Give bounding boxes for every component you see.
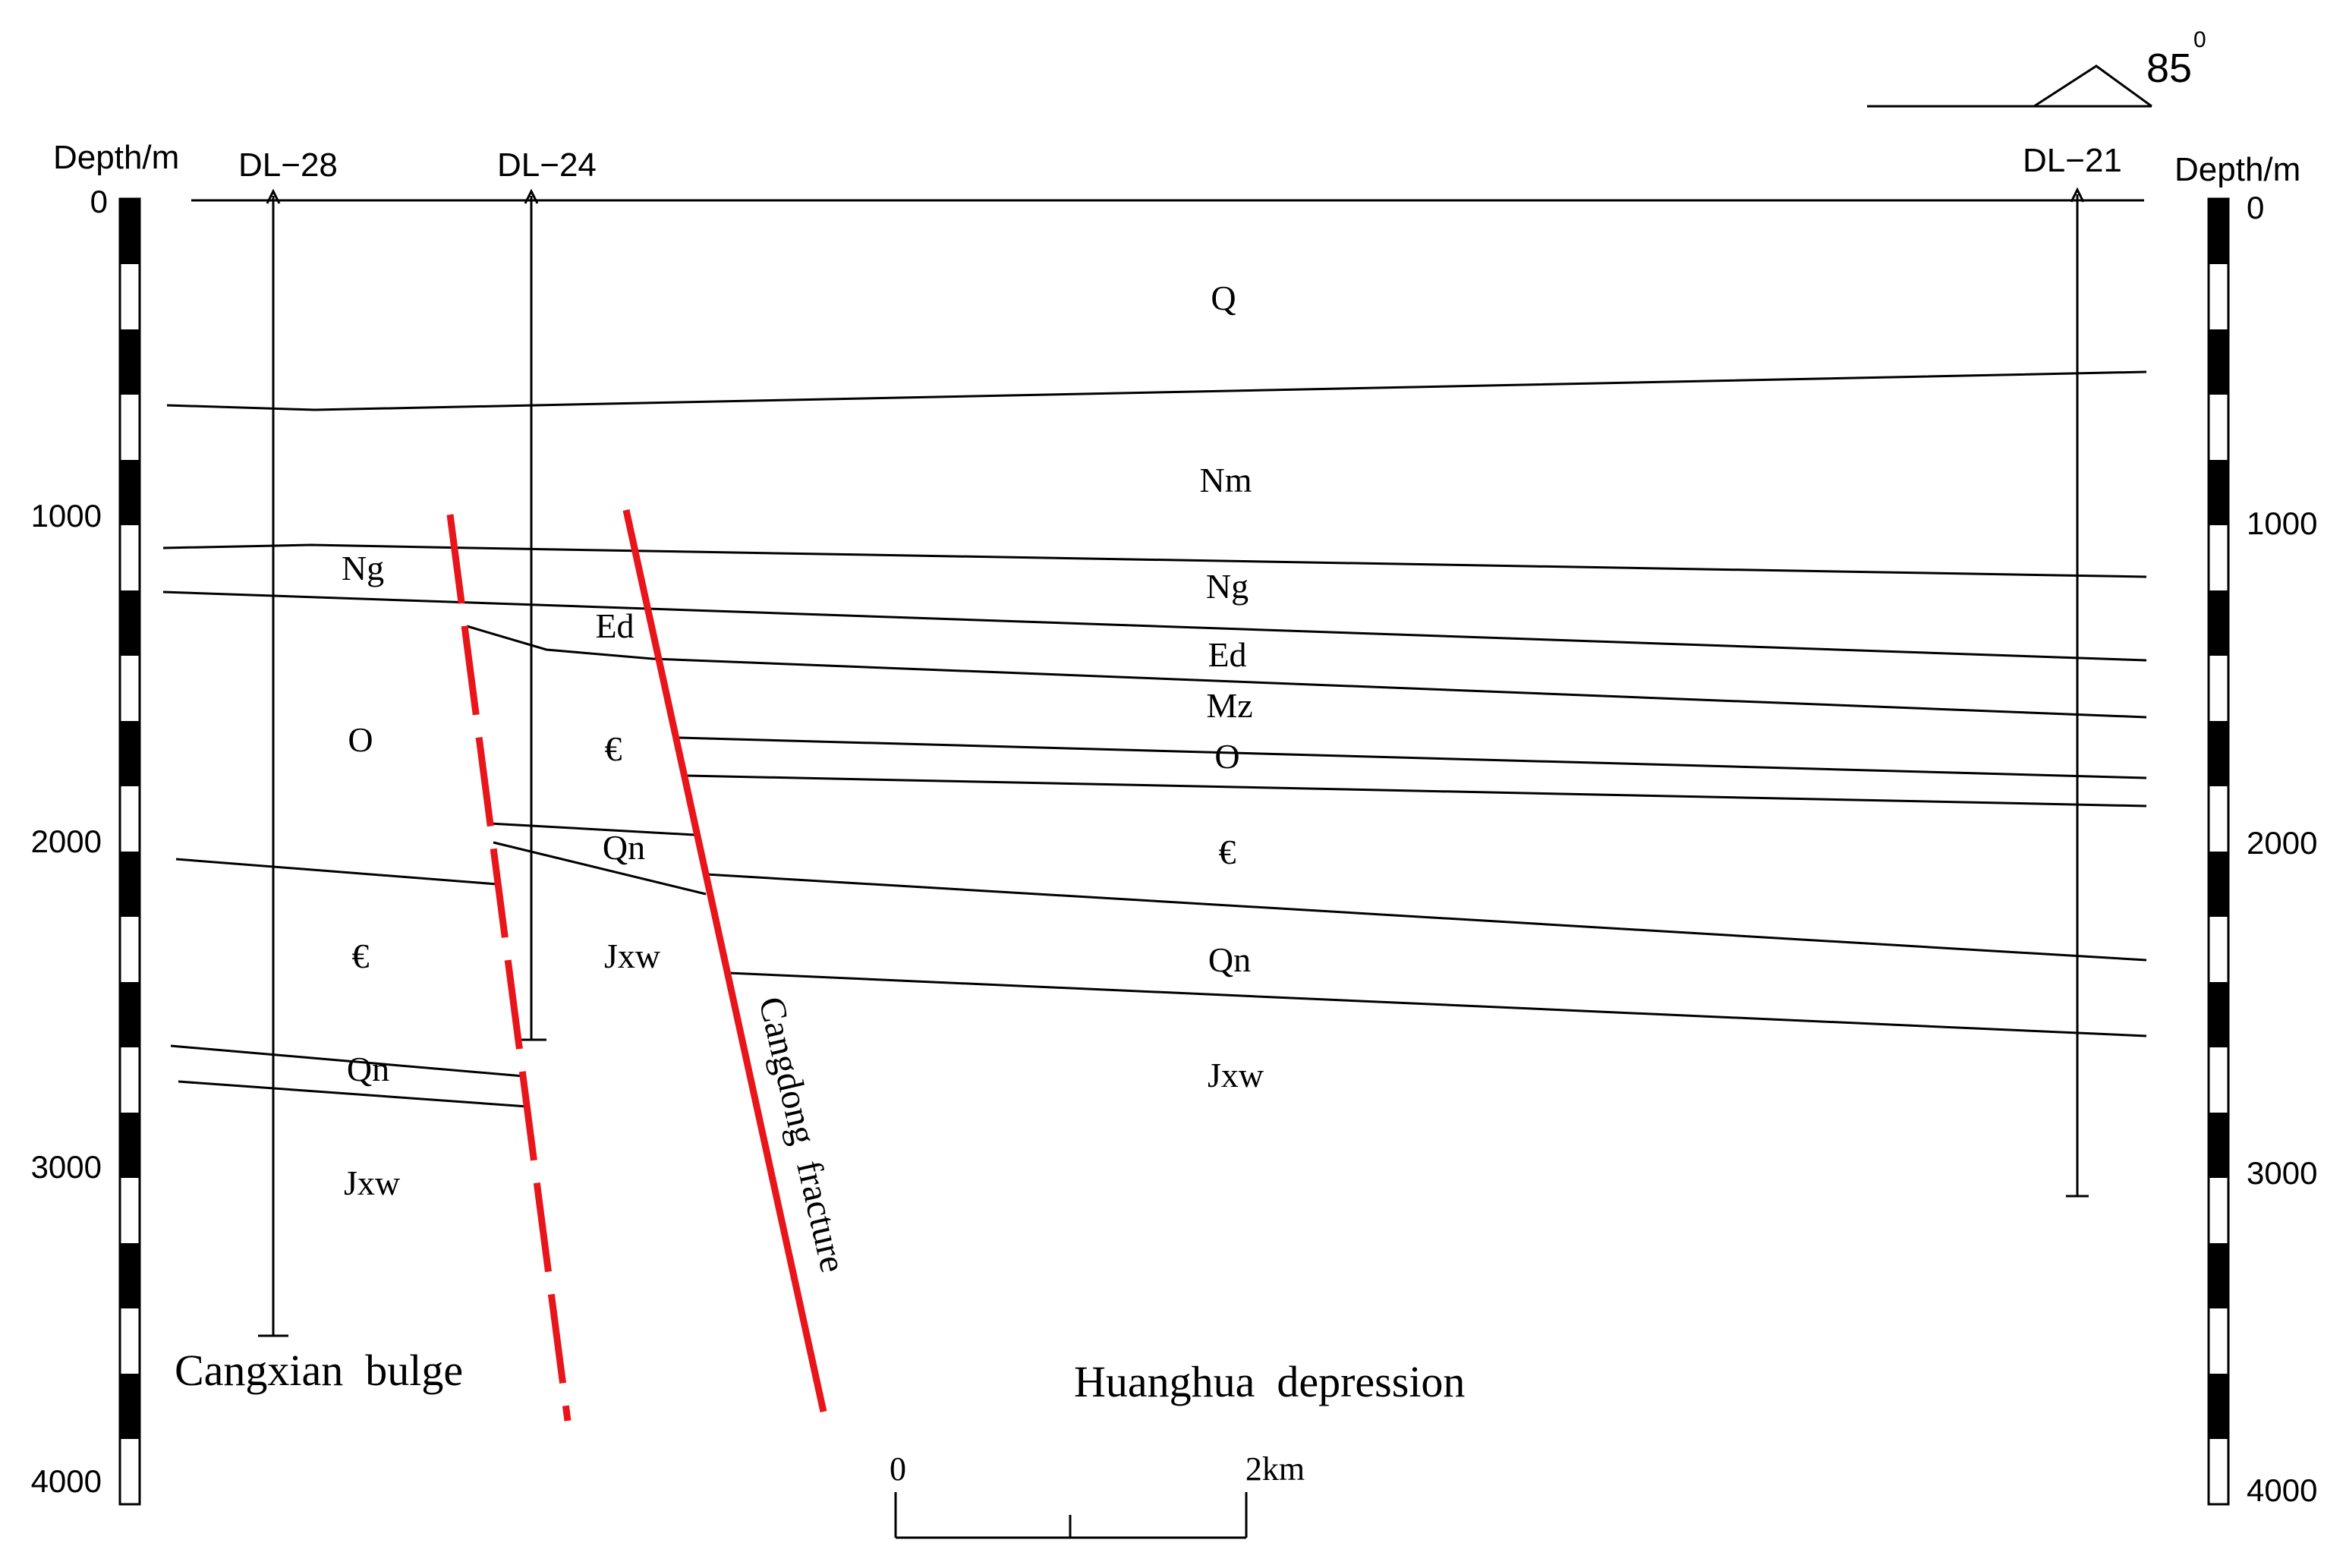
stratum-label-jxw-left: Jxw <box>344 1163 401 1202</box>
stratum-label-mz: Mz <box>1206 686 1252 725</box>
right-tick-4000: 4000 <box>2247 1472 2317 1508</box>
well-dl28 <box>258 188 288 1337</box>
stratum-label-cambrian-mid: € <box>605 729 622 768</box>
stratum-label-ed-right: Ed <box>1208 635 1246 674</box>
stratum-label-nm: Nm <box>1200 461 1252 499</box>
right-tick-3000: 3000 <box>2247 1155 2317 1191</box>
stratum-label-jxw-mid: Jxw <box>604 937 661 975</box>
well-dl24 <box>516 188 546 1041</box>
stratum-label-o-left: O <box>348 720 373 759</box>
stratum-label-qn-right: Qn <box>1208 940 1251 979</box>
left-tick-1000: 1000 <box>31 498 102 534</box>
well-dl21 <box>2066 187 2089 1198</box>
region-label-huanghua-depression: Huanghua depression <box>1074 1357 1465 1406</box>
stratum-label-cambrian-right: € <box>1219 833 1236 871</box>
stratum-label-q: Q <box>1211 279 1236 317</box>
scale-bar <box>894 1492 1248 1539</box>
right-tick-0: 0 <box>2247 190 2264 225</box>
right-depth-ruler <box>2207 197 2230 1506</box>
stratum-label-ng-left: Ng <box>342 549 384 587</box>
dip-angle-symbol <box>1867 65 2152 108</box>
left-tick-2000: 2000 <box>31 823 102 859</box>
stratum-label-jxw-right: Jxw <box>1208 1056 1264 1094</box>
dashed-fault-line <box>446 514 572 1422</box>
stratum-label-ed-mid: Ed <box>595 606 634 645</box>
scale-bar-start-label: 0 <box>890 1450 906 1488</box>
left-tick-4000: 4000 <box>31 1463 102 1499</box>
well-label-dl28: DL−28 <box>238 146 338 184</box>
left-tick-3000: 3000 <box>31 1149 102 1185</box>
left-axis-title: Depth/m <box>53 139 179 176</box>
right-tick-2000: 2000 <box>2247 825 2317 861</box>
dip-angle-label: 85 <box>2146 46 2192 91</box>
dip-angle-degree: 0 <box>2193 27 2206 52</box>
well-label-dl21: DL−21 <box>2023 142 2122 179</box>
left-depth-ruler <box>118 197 141 1506</box>
region-label-cangxian-bulge: Cangxian bulge <box>175 1346 463 1395</box>
stratum-label-cambrian-left: € <box>352 937 370 975</box>
well-label-dl24: DL−24 <box>497 146 597 184</box>
right-tick-1000: 1000 <box>2247 505 2317 541</box>
stratum-label-o-right: O <box>1214 737 1239 776</box>
stratum-label-qn-mid: Qn <box>603 828 645 867</box>
strata-boundaries <box>162 370 2147 1108</box>
cangdong-fracture-line <box>622 509 827 1412</box>
stratum-label-qn-left: Qn <box>347 1050 389 1088</box>
right-axis-title: Depth/m <box>2174 151 2300 188</box>
stratum-label-ng-right: Ng <box>1206 567 1249 606</box>
left-tick-0: 0 <box>90 184 108 219</box>
scale-bar-end-label: 2km <box>1245 1450 1305 1488</box>
